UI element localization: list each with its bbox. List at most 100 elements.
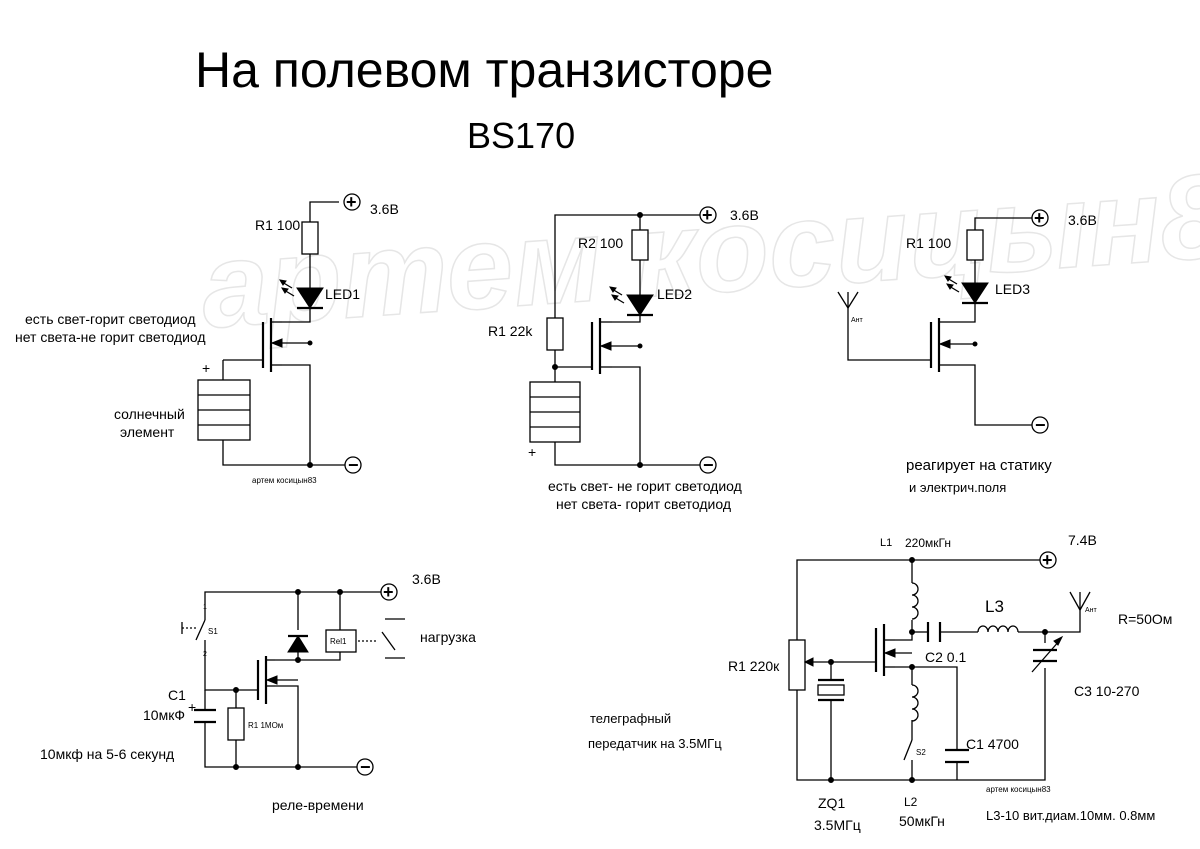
- switch-s1: [181, 619, 206, 641]
- label-load: нагрузка: [420, 629, 476, 645]
- label-l2: L2: [904, 795, 918, 809]
- svg-text:+: +: [188, 699, 196, 715]
- svg-text:+: +: [202, 360, 210, 376]
- label-r1-1mom: R1 1МОм: [248, 721, 283, 730]
- label-solar-1: солнечный: [114, 406, 185, 422]
- inductor-l2: [911, 684, 919, 722]
- potentiometer-r1: [788, 639, 814, 691]
- circuit-1: + − R1 100 LED1 3.6В есть свет-горит све…: [15, 192, 399, 485]
- inductor-l3: [977, 625, 1019, 633]
- label-r-load: R=50Ом: [1118, 611, 1172, 627]
- caption-4: реле-времени: [272, 797, 364, 813]
- label-ant-1: Ант: [851, 317, 864, 324]
- capacitor-c1: [194, 708, 216, 724]
- label-led2: LED2: [657, 286, 692, 302]
- label-s1: S1: [208, 627, 218, 636]
- svg-text:+: +: [702, 205, 713, 225]
- label-supply-3: 3.6В: [1068, 212, 1097, 228]
- terminal-plus-5: [1039, 551, 1057, 569]
- circuit-2: + − R2 100 LED2 3.6В R1 22k + есть свет-…: [488, 205, 759, 512]
- desc-1-line1: есть свет-горит светодиод: [25, 311, 196, 327]
- label-l3: L3: [985, 597, 1004, 616]
- label-supply-5: 7.4В: [1068, 532, 1097, 548]
- resistor-r1-22k: [546, 317, 564, 351]
- solar-cell-2: [529, 381, 581, 443]
- svg-text:+: +: [528, 444, 536, 460]
- inductor-l1: [911, 582, 919, 620]
- terminal-minus-2: [699, 456, 717, 474]
- desc-5-line1: телеграфный: [590, 711, 671, 726]
- label-zq1-val: 3.5МГц: [814, 817, 861, 833]
- label-r1-c3: R1 100: [906, 235, 951, 251]
- svg-text:1: 1: [203, 604, 207, 611]
- label-solar-2: элемент: [120, 424, 175, 440]
- svg-text:2: 2: [203, 651, 207, 658]
- diode: [287, 634, 309, 653]
- label-supply-4: 3.6В: [412, 571, 441, 587]
- author-1: артем косицын83: [252, 476, 317, 485]
- resistor-r1-1mom: [227, 707, 245, 741]
- resistor-r1-c3: [966, 229, 984, 261]
- mosfet-5: [874, 624, 912, 676]
- relay-rel1: [325, 629, 357, 653]
- page-title: На полевом транзисторе: [195, 42, 773, 98]
- terminal-plus-4: [380, 583, 398, 601]
- capacitor-c3: [1031, 635, 1064, 673]
- led-2: [609, 286, 654, 317]
- label-l1: L1: [880, 537, 892, 549]
- watermark: артем косицын83: [197, 144, 1200, 354]
- author-5: артем косицын83: [986, 785, 1051, 794]
- resistor-r2: [631, 229, 649, 261]
- terminal-minus-1: [344, 456, 362, 474]
- label-l2-val: 50мкГн: [899, 813, 945, 829]
- circuit-3: + − R1 100 LED3 3.6В Ант реагирует на ст…: [837, 208, 1097, 495]
- svg-text:−: −: [1035, 415, 1046, 435]
- label-r1-22k: R1 22k: [488, 323, 533, 339]
- label-r1-220k: R1 220к: [728, 658, 780, 674]
- mosfet-2: [590, 318, 643, 374]
- capacitor-c2: [926, 622, 942, 642]
- label-r1: R1 100: [255, 217, 300, 233]
- desc-2-line1: есть свет- не горит светодиод: [548, 478, 742, 494]
- label-supply-2: 3.6В: [730, 207, 759, 223]
- label-led3: LED3: [995, 281, 1030, 297]
- label-s2: S2: [916, 748, 926, 757]
- label-c3: C3 10-270: [1074, 683, 1140, 699]
- relay-contact: [358, 618, 405, 659]
- crystal-zq1: [817, 678, 845, 705]
- label-c2: C2 0.1: [925, 649, 966, 665]
- led-3: [944, 275, 989, 305]
- label-c1: C1: [168, 687, 186, 703]
- svg-text:−: −: [360, 757, 371, 777]
- terminal-plus-3: [1031, 209, 1049, 227]
- terminal-plus-2: [699, 206, 717, 224]
- desc-5-line2: передатчик на 3.5МГц: [588, 736, 722, 751]
- svg-text:−: −: [348, 455, 359, 475]
- note-4: 10мкф на 5-6 секунд: [40, 746, 174, 762]
- label-zq1: ZQ1: [818, 795, 845, 811]
- desc-1-line2: нет света-не горит светодиод: [15, 329, 206, 345]
- terminal-minus-4: [356, 758, 374, 776]
- svg-text:+: +: [1034, 208, 1045, 228]
- desc-3-line1: реагирует на статику: [906, 457, 1052, 474]
- label-c1-val: 10мкФ: [143, 707, 185, 723]
- resistor-r1: [301, 221, 319, 255]
- terminal-plus-1: [343, 193, 361, 211]
- svg-text:+: +: [346, 192, 357, 212]
- mosfet-1: [261, 318, 313, 372]
- mosfet-3: [929, 318, 978, 372]
- svg-text:+: +: [383, 582, 394, 602]
- led-1: [279, 279, 324, 310]
- label-rel1: Rel1: [330, 637, 347, 646]
- svg-text:+: +: [1042, 550, 1053, 570]
- antenna-1-icon: [837, 291, 859, 309]
- solar-cell-1: [197, 379, 251, 441]
- terminal-minus-3: [1031, 416, 1049, 434]
- svg-text:−: −: [703, 455, 714, 475]
- switch-s2: [903, 739, 913, 761]
- label-led1: LED1: [325, 286, 360, 302]
- label-supply-1: 3.6В: [370, 201, 399, 217]
- mosfet-4: [256, 656, 298, 704]
- capacitor-c1-4700: [945, 748, 969, 764]
